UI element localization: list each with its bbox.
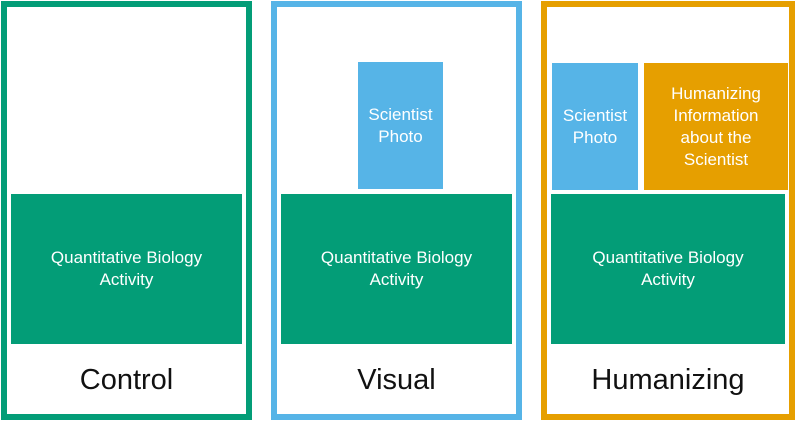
humanizing-label: Humanizing xyxy=(591,364,745,396)
visual-panel: Scientist Photo Quantitative Biology Act… xyxy=(271,1,522,420)
control-panel: Quantitative Biology Activity Control xyxy=(1,1,252,420)
scientist-photo-box: Scientist Photo xyxy=(358,62,443,189)
quantitative-biology-activity-box: Quantitative Biology Activity xyxy=(551,194,785,344)
visual-label: Visual xyxy=(357,364,436,396)
humanizing-panel: Scientist Photo Humanizing Information a… xyxy=(541,1,795,420)
quantitative-biology-activity-box: Quantitative Biology Activity xyxy=(281,194,512,344)
control-label: Control xyxy=(79,364,174,396)
quantitative-biology-activity-box: Quantitative Biology Activity xyxy=(11,194,242,344)
scientist-photo-box: Scientist Photo xyxy=(552,63,638,190)
humanizing-information-box: Humanizing Information about the Scienti… xyxy=(644,63,788,190)
